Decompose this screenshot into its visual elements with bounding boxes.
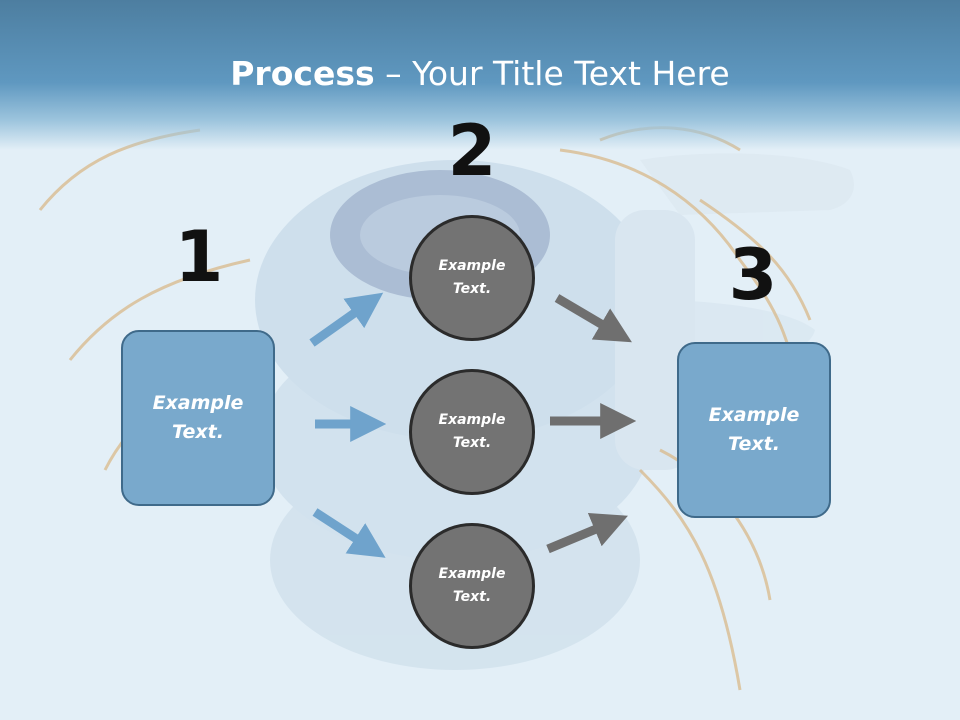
middle-circle-top: Example Text.: [409, 215, 535, 341]
title-banner: [0, 0, 960, 150]
left-step-box: Example Text.: [121, 330, 275, 506]
right-step-text: Example Text.: [708, 404, 800, 455]
circle-text-middle: Example Text.: [438, 412, 506, 451]
arrow-left-top: [309, 292, 384, 347]
middle-circle-bottom: Example Text.: [409, 523, 535, 649]
step-number-3: 3: [728, 234, 778, 316]
arrow-right-bottom: [546, 512, 628, 554]
title-bold: Process: [230, 54, 375, 93]
right-step-box: Example Text.: [677, 342, 831, 518]
left-step-text: Example Text.: [152, 392, 244, 443]
arrow-left-bottom: [312, 508, 386, 558]
title-rest: – Your Title Text Here: [374, 54, 730, 93]
circle-text-bottom: Example Text.: [438, 566, 506, 605]
arrow-right-top: [554, 294, 632, 343]
step-number-1: 1: [174, 216, 224, 298]
step-number-2: 2: [447, 110, 497, 192]
middle-circle-middle: Example Text.: [409, 369, 535, 495]
page-title: Process – Your Title Text Here: [0, 52, 960, 96]
circle-text-top: Example Text.: [438, 258, 506, 297]
